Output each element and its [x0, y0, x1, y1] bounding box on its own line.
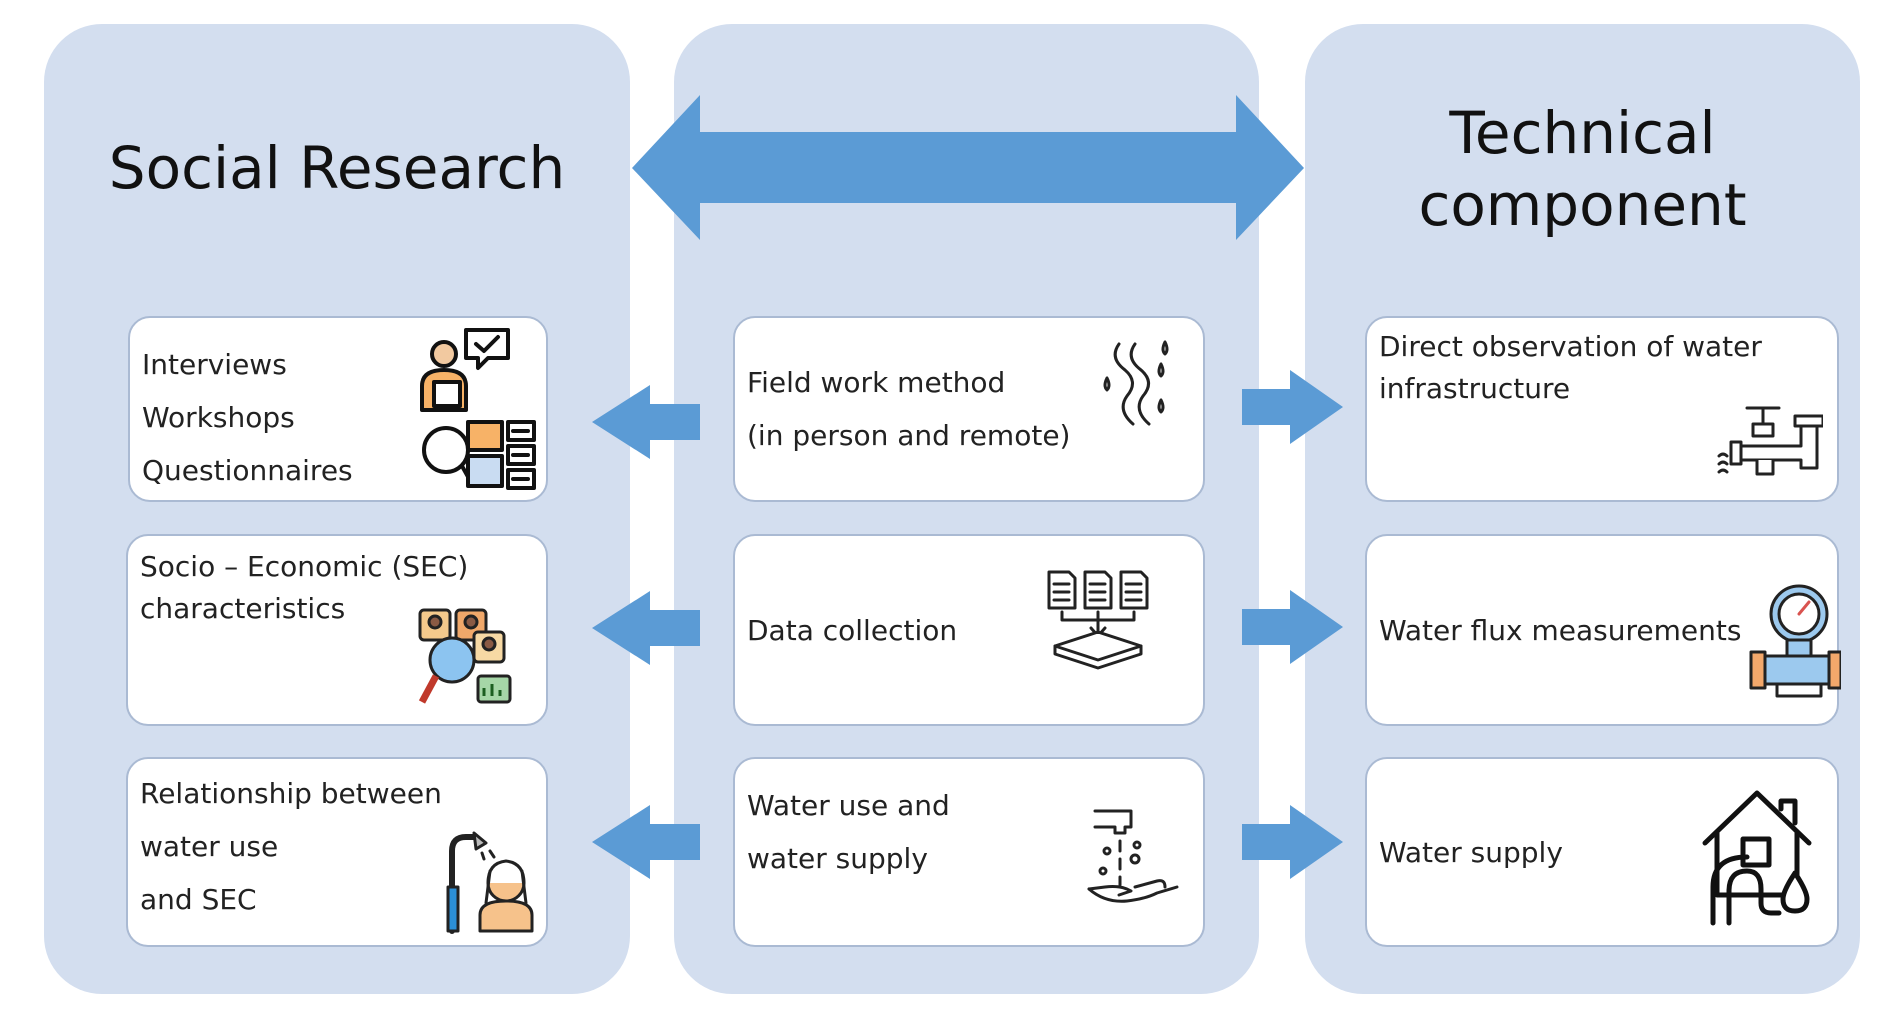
card-text: Data collection: [747, 613, 958, 647]
field-path-icon: [1103, 340, 1169, 426]
card-interviews: Interviews Workshops Questionnaires: [128, 316, 548, 502]
card-water-use: Water use and water supply: [733, 757, 1205, 947]
card-direct-observation: Direct observation of water infrastructu…: [1365, 316, 1839, 502]
pipe-valve-icon: [1717, 406, 1823, 476]
socio-economic-analysis-icon: [418, 608, 512, 704]
card-text: Relationship between water use and SEC: [140, 777, 442, 916]
arrow-left-row3: [592, 805, 700, 879]
card-text: Socio – Economic (SEC) characteristics: [140, 550, 469, 625]
card-socio-economic: Socio – Economic (SEC) characteristics: [126, 534, 548, 726]
arrow-right-row2: [1242, 590, 1343, 664]
arrow-right-row1: [1242, 370, 1343, 444]
arrow-left-row2: [592, 591, 700, 665]
data-collection-icon: [1047, 570, 1149, 670]
card-data-collection: Data collection: [733, 534, 1205, 726]
social-research-title: Social Research: [108, 134, 566, 202]
arrow-left-row1: [592, 385, 700, 459]
card-text: Water use and water supply: [747, 789, 950, 875]
arrow-right-row3: [1242, 805, 1343, 879]
double-arrow-top: [632, 95, 1304, 240]
card-text: Water flux measurements: [1379, 613, 1742, 647]
card-text: Interviews Workshops Questionnaires: [142, 348, 353, 487]
card-relationship: Relationship between water use and SEC: [126, 757, 548, 947]
card-water-flux: Water flux measurements: [1365, 534, 1841, 726]
card-text: Direct observation of water infrastructu…: [1379, 330, 1762, 405]
card-text: Water supply: [1379, 835, 1563, 869]
interview-questionnaire-icon: [420, 328, 536, 490]
water-meter-icon: [1749, 584, 1841, 698]
shower-person-icon: [446, 831, 534, 934]
card-text: Field work method (in person and remote): [747, 366, 1071, 452]
card-field-work: Field work method (in person and remote): [733, 316, 1205, 502]
hand-washing-icon: [1087, 809, 1179, 903]
house-water-supply-icon: [1702, 790, 1812, 926]
card-water-supply: Water supply: [1365, 757, 1839, 947]
technical-component-title: Technical component: [1418, 99, 1747, 239]
